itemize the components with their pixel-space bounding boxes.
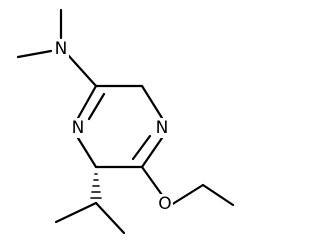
- bond-ring-ch2-n: [140, 84, 164, 120]
- bond-isopropyl-left: [54, 201, 98, 224]
- bond-amine-to-ring: [66, 53, 98, 88]
- bond-ring-n-ch: [76, 136, 98, 169]
- bond-ring-cn-double-left: [76, 84, 98, 120]
- bond-n-methyl-left: [16, 49, 53, 59]
- bond-ethyl: [201, 183, 235, 207]
- atom-label-amine-nitrogen: N: [55, 39, 68, 59]
- bond-ring-cn-double-right: [140, 136, 164, 169]
- bond-isopropyl-right: [94, 201, 126, 235]
- bond-o-ch2: [169, 183, 205, 207]
- atom-label-ring-nitrogen-right: N: [156, 118, 169, 138]
- atom-label-ring-nitrogen-left: N: [72, 118, 85, 138]
- stereo-hash-bond: [90, 173, 102, 199]
- bond-ring-cn-double-left-inner: [87, 92, 106, 121]
- bond-c-o: [140, 165, 164, 197]
- atom-label-ether-oxygen: O: [158, 194, 171, 214]
- bond-ring-cn-double-right-inner: [131, 134, 152, 161]
- molecule-structure-diagram: N N N O: [16, 8, 235, 235]
